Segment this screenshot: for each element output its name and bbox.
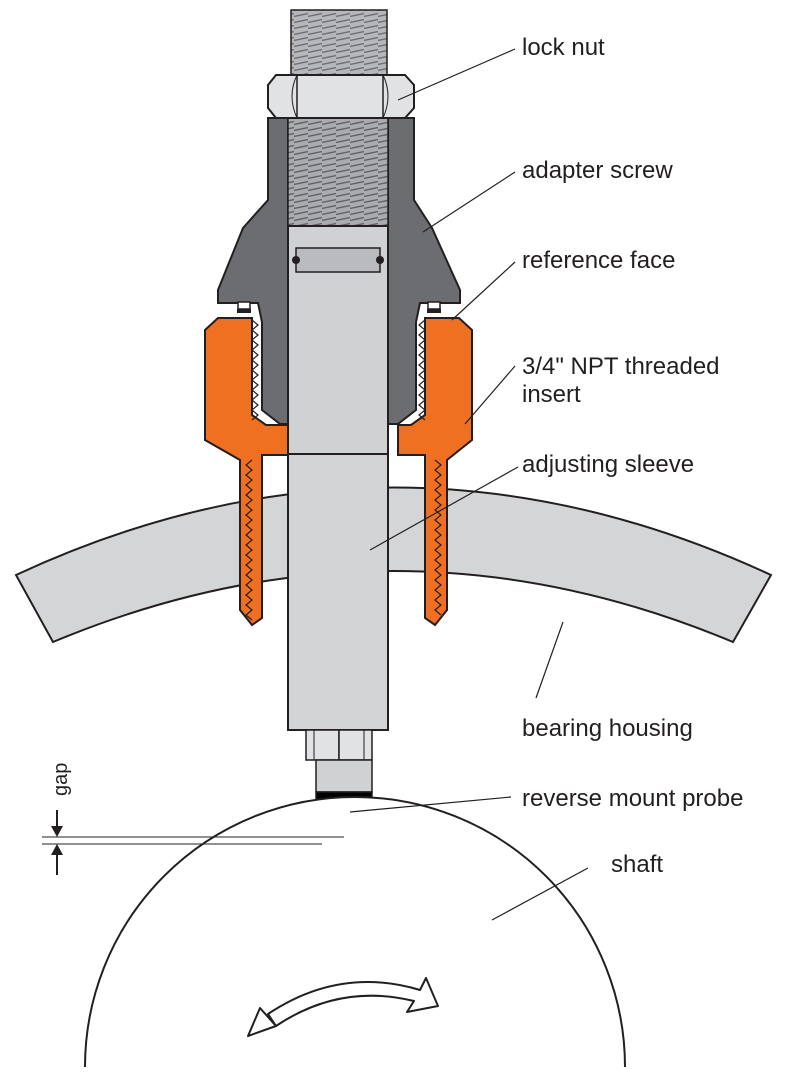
curved-arrow-left-icon — [247, 977, 439, 1037]
adjusting-sleeve-label: adjusting sleeve — [522, 451, 694, 478]
npt-insert-label-line1: 3/4" NPT threaded — [522, 353, 720, 380]
shaft — [84, 796, 626, 1068]
lock-nut — [267, 74, 415, 119]
reverse-mount-probe-label: reverse mount probe — [522, 785, 743, 812]
npt-threaded-insert — [204, 317, 473, 627]
threaded-rod — [290, 9, 388, 79]
lock-nut-label: lock nut — [522, 34, 605, 61]
bearing-housing — [14, 486, 773, 644]
leader-lines — [349, 48, 589, 921]
adapter-screw-label: adapter screw — [522, 157, 673, 184]
reference-face-label: reference face — [522, 247, 675, 274]
gap-indicator — [42, 810, 344, 875]
npt-insert-label-line2: insert — [522, 381, 581, 408]
shaft-label: shaft — [611, 851, 663, 878]
bearing-housing-label: bearing housing — [522, 715, 693, 742]
adjusting-sleeve — [287, 225, 389, 731]
gap-label: gap — [50, 763, 72, 796]
